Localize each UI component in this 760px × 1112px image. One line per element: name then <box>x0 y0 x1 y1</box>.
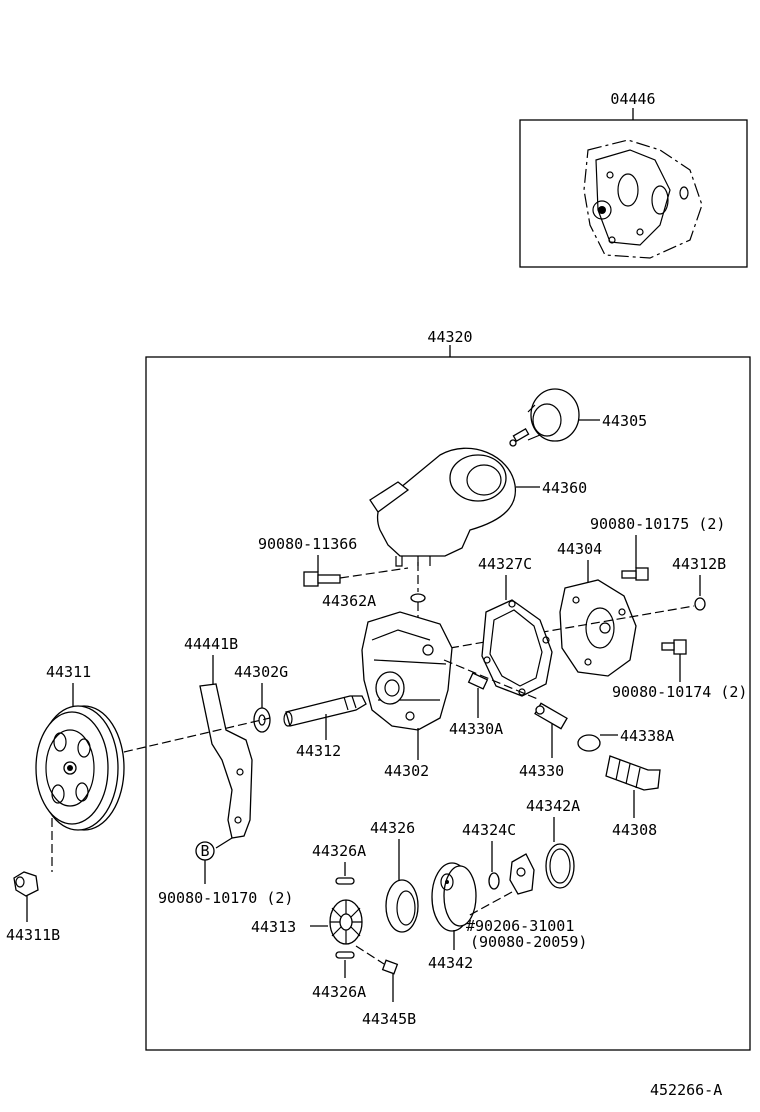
label-rotor: 44313 <box>251 918 296 936</box>
fitting <box>534 702 568 730</box>
bearing <box>253 707 271 733</box>
label-pulley: 44311 <box>46 663 91 681</box>
label-bolt-b: 90080-10175 (2) <box>590 515 725 533</box>
callout-b-label: B <box>200 842 209 860</box>
rear-gasket <box>481 599 553 697</box>
label-gasket-rear: 44327C <box>478 555 532 573</box>
label-pin-bottom: 44326A <box>312 983 366 1001</box>
label-fitting-a: 44330A <box>449 720 503 738</box>
label-pulley-nut: 44311B <box>6 926 60 944</box>
label-fitting: 44330 <box>519 762 564 780</box>
plate <box>381 959 399 975</box>
reservoir <box>369 447 517 567</box>
note-line-2: (90080-20059) <box>470 933 587 951</box>
pin-top <box>335 877 355 885</box>
union <box>605 755 661 791</box>
reservoir-cap <box>509 388 580 447</box>
rotor <box>329 899 363 945</box>
label-housing-rear: 44304 <box>557 540 602 558</box>
label-bolt-d: 90080-10170 (2) <box>158 889 293 907</box>
bolt-a <box>303 571 341 587</box>
oring-c <box>488 872 500 890</box>
label-housing-front: 44302 <box>384 762 429 780</box>
label-oring-d: 44342A <box>526 797 580 815</box>
label-nut-rear: 44312B <box>672 555 726 573</box>
pressure-plate <box>509 853 535 895</box>
rear-housing <box>559 579 637 677</box>
note-line-1: #90206-31001 <box>466 917 574 935</box>
label-pin-top: 44326A <box>312 842 366 860</box>
label-bracket: 44441B <box>184 635 238 653</box>
label-reservoir-cap: 44305 <box>602 412 647 430</box>
label-bolt-c: 90080-10174 (2) <box>612 683 747 701</box>
gasket-kit-illustration <box>583 139 703 259</box>
seal <box>385 879 419 933</box>
bracket <box>199 683 253 839</box>
label-oring-b: 44338A <box>620 727 674 745</box>
pulley-nut <box>13 871 39 897</box>
figure-id: 452266-A <box>650 1081 722 1099</box>
nut-rear <box>694 597 706 611</box>
pulley <box>35 705 125 831</box>
label-oring-c: 44324C <box>462 821 516 839</box>
oring-b <box>577 734 601 752</box>
label-union: 44308 <box>612 821 657 839</box>
front-housing <box>361 611 453 731</box>
label-oring-a: 44362A <box>322 592 376 610</box>
fitting-a <box>467 672 489 690</box>
label-bolt-a: 90080-11366 <box>258 535 357 553</box>
shaft <box>283 695 367 727</box>
label-pump-assy: 44320 <box>427 328 472 346</box>
label-reservoir: 44360 <box>542 479 587 497</box>
bolt-c <box>661 639 687 655</box>
label-seal: 44326 <box>370 819 415 837</box>
bolt-b <box>621 567 649 581</box>
cam-ring <box>431 862 477 932</box>
pump-assembly-frame <box>145 356 751 1051</box>
label-shaft: 44312 <box>296 742 341 760</box>
pin-bottom <box>335 951 355 959</box>
oring-a <box>410 593 426 603</box>
label-cam-ring: 44342 <box>428 954 473 972</box>
label-bearing: 44302G <box>234 663 288 681</box>
label-gasket-kit: 04446 <box>610 90 655 108</box>
label-plate: 44345B <box>362 1010 416 1028</box>
